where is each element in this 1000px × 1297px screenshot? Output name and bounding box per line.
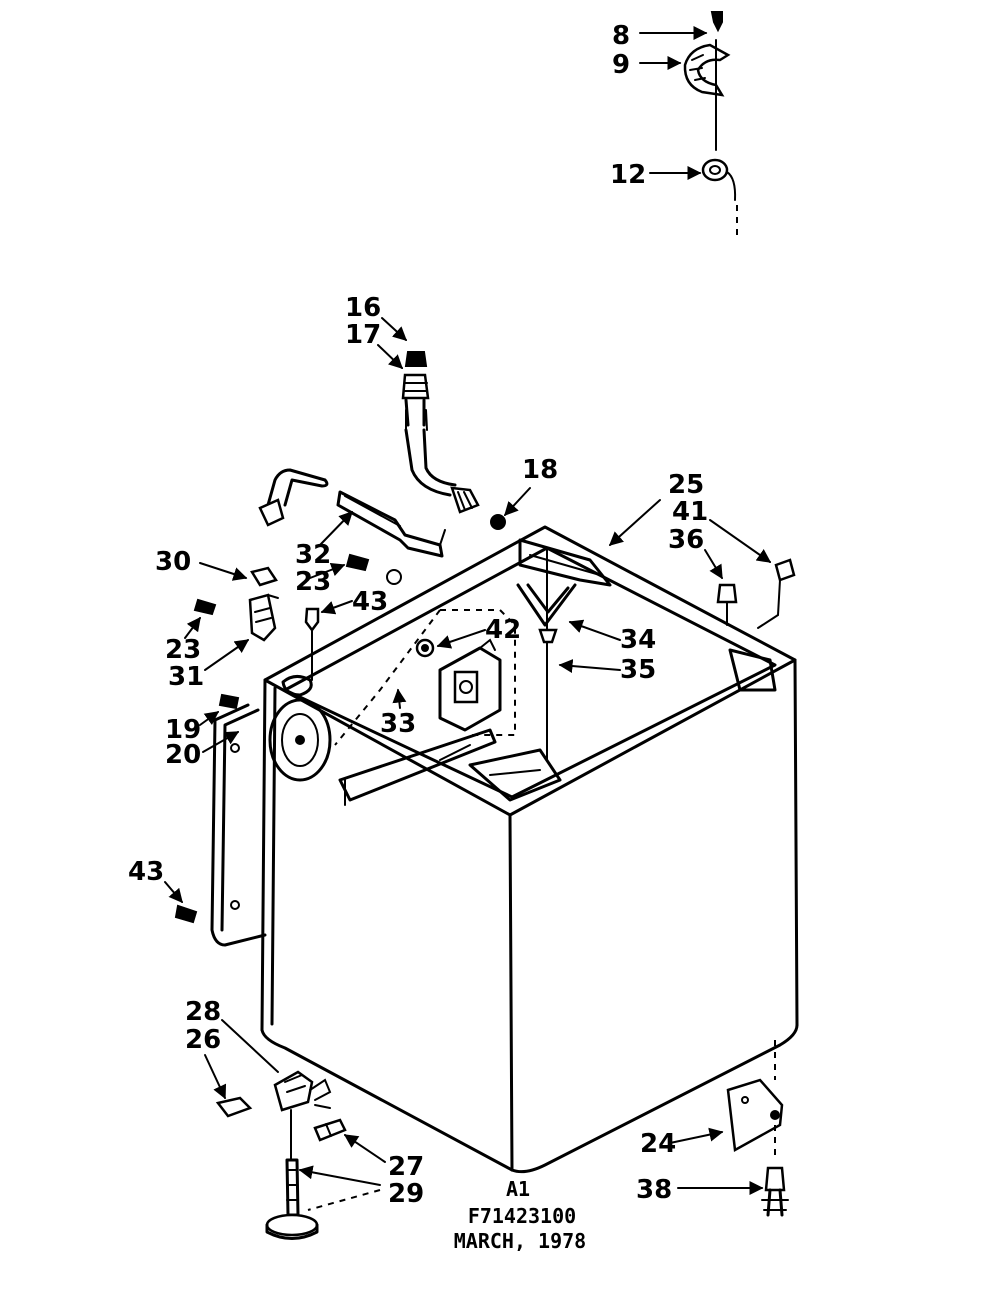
inlet-hose (401, 351, 480, 514)
screw-43-lower (174, 904, 198, 924)
bracket-31 (248, 593, 279, 642)
callout-19: 19 (165, 715, 201, 745)
callout-24: 24 (640, 1129, 676, 1159)
callout-27: 27 (388, 1152, 424, 1182)
foot-38 (761, 1166, 789, 1217)
corner-bracket-24 (726, 1040, 784, 1160)
screw-23-left (193, 598, 217, 616)
callout-17: 17 (345, 320, 381, 350)
clip-30 (250, 566, 278, 587)
clip-41 (757, 558, 796, 629)
washer-18 (490, 514, 506, 530)
callout-25: 25 (668, 470, 704, 500)
callout-30: 30 (155, 547, 191, 577)
motor-assembly (268, 675, 332, 782)
callout-9: 9 (612, 50, 630, 80)
callout-labels: 8 9 12 16 17 18 25 41 36 32 23 30 43 42 … (128, 21, 708, 1209)
screw-19 (218, 693, 240, 710)
callout-41: 41 (672, 497, 708, 527)
callout-42: 42 (485, 615, 521, 645)
screw-43-top (304, 607, 320, 681)
grommet-36 (716, 583, 738, 626)
callout-23-left: 23 (165, 635, 201, 665)
callout-26: 26 (185, 1025, 221, 1055)
callout-31: 31 (168, 662, 204, 692)
callout-35: 35 (620, 655, 656, 685)
callout-32: 32 (295, 540, 331, 570)
callout-23-top: 23 (295, 567, 331, 597)
cabinet (260, 525, 799, 1174)
callout-33: 33 (380, 709, 416, 739)
callout-34: 34 (620, 625, 656, 655)
timer-switch (334, 609, 516, 746)
callout-20: 20 (165, 740, 201, 770)
callout-18: 18 (522, 455, 558, 485)
support-bracket (210, 703, 267, 947)
callout-12: 12 (610, 160, 646, 190)
callout-36: 36 (668, 525, 704, 555)
callout-29: 29 (388, 1179, 424, 1209)
callout-28: 28 (185, 997, 221, 1027)
leader-lines (164, 26, 772, 1211)
hose-clamp-assembly (683, 11, 738, 235)
callout-43-top: 43 (352, 587, 388, 617)
callout-16: 16 (345, 293, 381, 323)
caption-line-1: A1 (506, 1177, 530, 1201)
drain-hose (516, 583, 577, 644)
caption-line-3: MARCH, 1978 (454, 1229, 586, 1253)
fill-hose (258, 468, 446, 558)
plug-42 (415, 638, 435, 658)
screw-23-top (345, 553, 402, 585)
callout-38: 38 (636, 1175, 672, 1205)
caption-line-2: F71423100 (468, 1204, 576, 1228)
callout-8: 8 (612, 21, 630, 51)
callout-43-lower: 43 (128, 857, 164, 887)
leveling-leg (215, 1070, 347, 1240)
drawing-caption: A1 F71423100 MARCH, 1978 (454, 1177, 586, 1253)
